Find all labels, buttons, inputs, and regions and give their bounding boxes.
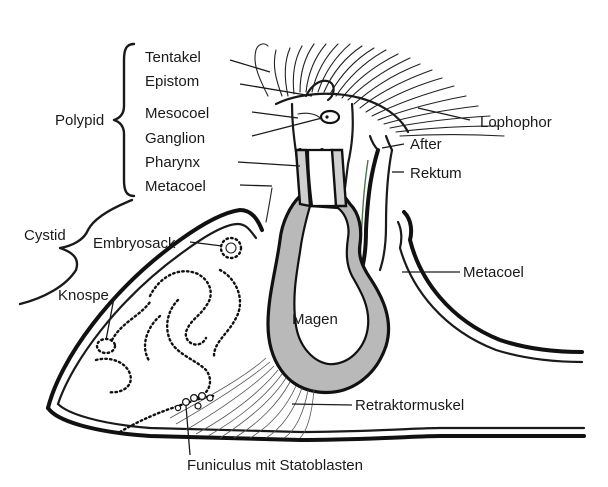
- statoblast: [194, 402, 202, 410]
- statoblast: [182, 398, 191, 407]
- label-metacoel-body: Metacoel: [463, 264, 524, 281]
- polypid-brace: [112, 42, 136, 198]
- statoblast: [198, 392, 207, 401]
- embryosack-sphere: [219, 236, 243, 260]
- label-lophophor: Lophophor: [480, 114, 552, 131]
- label-tentakel: Tentakel: [145, 49, 201, 66]
- retractor-muscle: [169, 357, 315, 439]
- label-after: After: [410, 136, 442, 153]
- label-embryosack: Embryosack: [93, 235, 176, 252]
- statoblast: [206, 394, 214, 402]
- labels: Tentakel Epistom Mesocoel Ganglion Phary…: [24, 49, 552, 474]
- label-pharynx: Pharynx: [145, 154, 201, 171]
- label-ganglion: Ganglion: [145, 130, 205, 147]
- statoblast: [174, 404, 182, 412]
- leader-lines: [105, 59, 471, 456]
- label-knospe: Knospe: [58, 287, 109, 304]
- label-rektum: Rektum: [410, 165, 462, 182]
- cystid-brace: [18, 198, 134, 306]
- knospe-bud: [95, 337, 117, 355]
- label-magen: Magen: [292, 311, 338, 328]
- stomach-magen: [266, 148, 391, 395]
- label-retraktormuskel: Retraktormuskel: [355, 397, 464, 414]
- label-epistom: Epistom: [145, 73, 199, 90]
- ganglion-node: [319, 109, 341, 125]
- label-mesocoel: Mesocoel: [145, 105, 209, 122]
- funiculus-statoblasts: [118, 392, 216, 434]
- label-funiculus: Funiculus mit Statoblasten: [187, 457, 363, 474]
- cystid-body-wall: [46, 208, 586, 442]
- label-cystid: Cystid: [24, 227, 66, 244]
- statoblast: [190, 394, 199, 403]
- label-metacoel-polypid: Metacoel: [145, 178, 206, 195]
- embryo-sac-folds: [94, 236, 243, 400]
- label-polypid: Polypid: [55, 112, 104, 129]
